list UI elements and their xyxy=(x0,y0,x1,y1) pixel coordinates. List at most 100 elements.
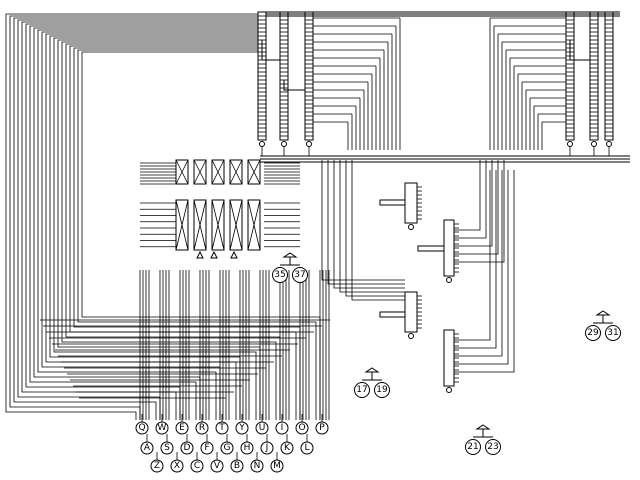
pin-number: 17 xyxy=(356,385,367,395)
terminal-label: F xyxy=(204,443,209,453)
terminal-label: Q xyxy=(138,423,145,433)
pin-number: 21 xyxy=(467,442,478,452)
terminal-O: O xyxy=(295,414,309,435)
bus-taps xyxy=(259,141,612,156)
pin-circle xyxy=(354,382,370,398)
terminal-label: J xyxy=(265,443,269,453)
terminal-label: M xyxy=(273,461,281,471)
terminal-S: S xyxy=(160,434,174,455)
terminal-circle xyxy=(215,421,229,435)
terminal-circle xyxy=(155,421,169,435)
pin-number: 29 xyxy=(587,328,599,338)
pin-circle xyxy=(292,267,308,283)
terminal-label: L xyxy=(304,443,309,453)
right-bus-columns xyxy=(565,11,614,141)
terminal-circle xyxy=(255,421,269,435)
switch-blocks xyxy=(140,159,300,259)
pin-circle xyxy=(465,439,481,455)
terminal-circle xyxy=(200,441,214,455)
terminal-A: A xyxy=(140,434,154,455)
pin-number: 31 xyxy=(607,328,618,338)
terminal-circle xyxy=(170,459,184,473)
pin-number: 23 xyxy=(487,442,498,452)
terminal-X: X xyxy=(170,452,184,473)
pin-pair-29-31: 29 31 xyxy=(585,310,621,341)
terminal-Y: Y xyxy=(235,414,249,435)
terminal-H: H xyxy=(240,434,254,455)
terminal-Z: Z xyxy=(150,452,164,473)
terminal-label: A xyxy=(144,443,151,453)
terminal-circle xyxy=(180,441,194,455)
terminal-P: P xyxy=(315,414,329,435)
terminal-T: T xyxy=(215,414,229,435)
terminal-D: D xyxy=(180,434,194,455)
left-bus-columns xyxy=(257,11,314,141)
terminal-label: E xyxy=(179,423,185,433)
terminal-circle xyxy=(150,459,164,473)
terminal-label: V xyxy=(214,461,221,471)
terminal-label: S xyxy=(164,443,170,453)
terminal-label: B xyxy=(234,461,240,471)
terminal-circle xyxy=(195,421,209,435)
terminal-label: T xyxy=(218,423,225,433)
terminal-circle xyxy=(295,421,309,435)
terminal-circle xyxy=(250,459,264,473)
terminal-label: H xyxy=(244,443,251,453)
terminal-G: G xyxy=(220,434,234,455)
pin-circle xyxy=(374,382,390,398)
terminal-circle xyxy=(210,459,224,473)
terminal-circle xyxy=(235,421,249,435)
terminal-F: F xyxy=(200,434,214,455)
terminal-label: C xyxy=(194,461,200,471)
terminal-label: G xyxy=(224,443,231,453)
terminal-J: J xyxy=(260,434,274,455)
terminal-label: Z xyxy=(154,461,160,471)
terminal-label: I xyxy=(281,423,284,433)
terminal-W: W xyxy=(155,414,169,435)
terminal-label: N xyxy=(254,461,261,471)
terminal-U: U xyxy=(255,414,269,435)
terminal-label: P xyxy=(319,423,325,433)
pin-circle xyxy=(272,267,288,283)
terminal-I: I xyxy=(275,414,289,435)
logic-connectors xyxy=(321,160,515,393)
middle-vertical-wires xyxy=(139,270,330,420)
terminal-label: D xyxy=(184,443,191,453)
terminal-label: K xyxy=(284,443,291,453)
terminal-circle xyxy=(270,459,284,473)
pin-circle xyxy=(605,325,621,341)
terminal-label: Y xyxy=(238,423,245,433)
terminal-label: W xyxy=(158,423,167,433)
terminal-circle xyxy=(230,459,244,473)
terminal-label: U xyxy=(259,423,266,433)
terminal-label: O xyxy=(298,423,305,433)
terminal-N: N xyxy=(250,452,264,473)
terminal-B: B xyxy=(230,452,244,473)
terminal-circle xyxy=(135,421,149,435)
terminal-circle xyxy=(220,441,234,455)
pin-number: 19 xyxy=(376,385,388,395)
terminal-K: K xyxy=(280,434,294,455)
terminal-circle xyxy=(140,441,154,455)
terminal-circle xyxy=(160,441,174,455)
pin-pair-21-23: 21 23 xyxy=(465,424,501,455)
terminal-Q: Q xyxy=(135,414,149,435)
pin-number: 37 xyxy=(294,270,305,280)
staircase-wire-fans xyxy=(260,11,630,163)
terminal-V: V xyxy=(210,452,224,473)
terminal-circle xyxy=(240,441,254,455)
terminal-circle xyxy=(275,421,289,435)
terminal-M: M xyxy=(270,452,284,473)
terminal-circle xyxy=(300,441,314,455)
terminal-R: R xyxy=(195,414,209,435)
terminal-circle xyxy=(175,421,189,435)
pin-circle xyxy=(485,439,501,455)
terminal-L: L xyxy=(300,434,314,455)
pin-circle xyxy=(585,325,601,341)
